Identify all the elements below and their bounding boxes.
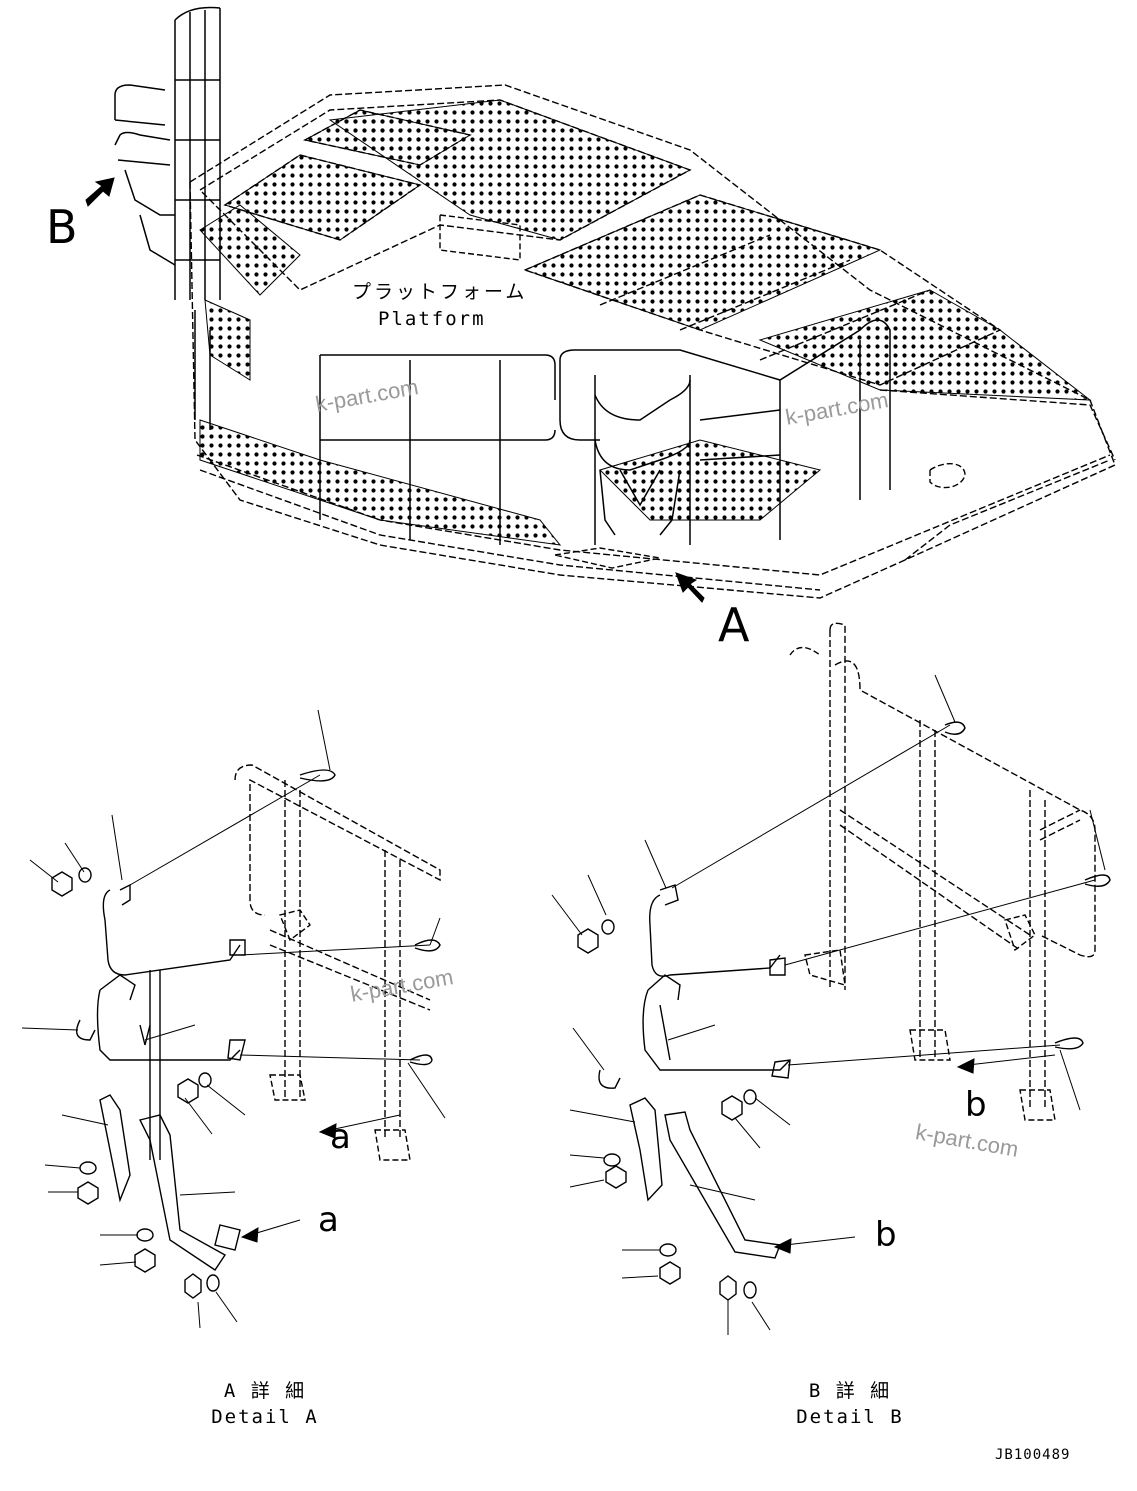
detail-b-caption-jp: B 詳 細	[808, 1380, 892, 1402]
detail-b-arrow-label-2: b	[875, 1215, 897, 1255]
view-arrows	[85, 177, 705, 603]
detail-b-drawing	[551, 622, 1111, 1335]
detail-b-arrows	[773, 1054, 1056, 1254]
detail-a-arrow-label-1: a	[330, 1117, 351, 1157]
platform-handrails	[114, 6, 891, 545]
view-b-marker: B	[46, 200, 78, 254]
platform-label-en: Platform	[378, 308, 486, 330]
perforated-deck-panels	[199, 99, 1092, 546]
detail-a-caption-jp: A 詳 細	[223, 1380, 307, 1402]
drawing-code: JB100489	[995, 1447, 1071, 1463]
view-a-arrow	[675, 572, 705, 603]
detail-a-caption-en: Detail A	[211, 1406, 319, 1428]
detail-a-drawing	[21, 709, 446, 1329]
detail-a-arrows	[240, 1114, 401, 1243]
view-b-arrow	[85, 177, 115, 207]
view-a-marker: A	[718, 598, 750, 652]
detail-b-arrow-label-1: b	[965, 1085, 987, 1125]
detail-b-caption-en: Detail B	[796, 1406, 904, 1428]
platform-label-jp: プラットフォーム	[352, 281, 528, 303]
detail-a-arrow-label-2: a	[318, 1200, 339, 1240]
